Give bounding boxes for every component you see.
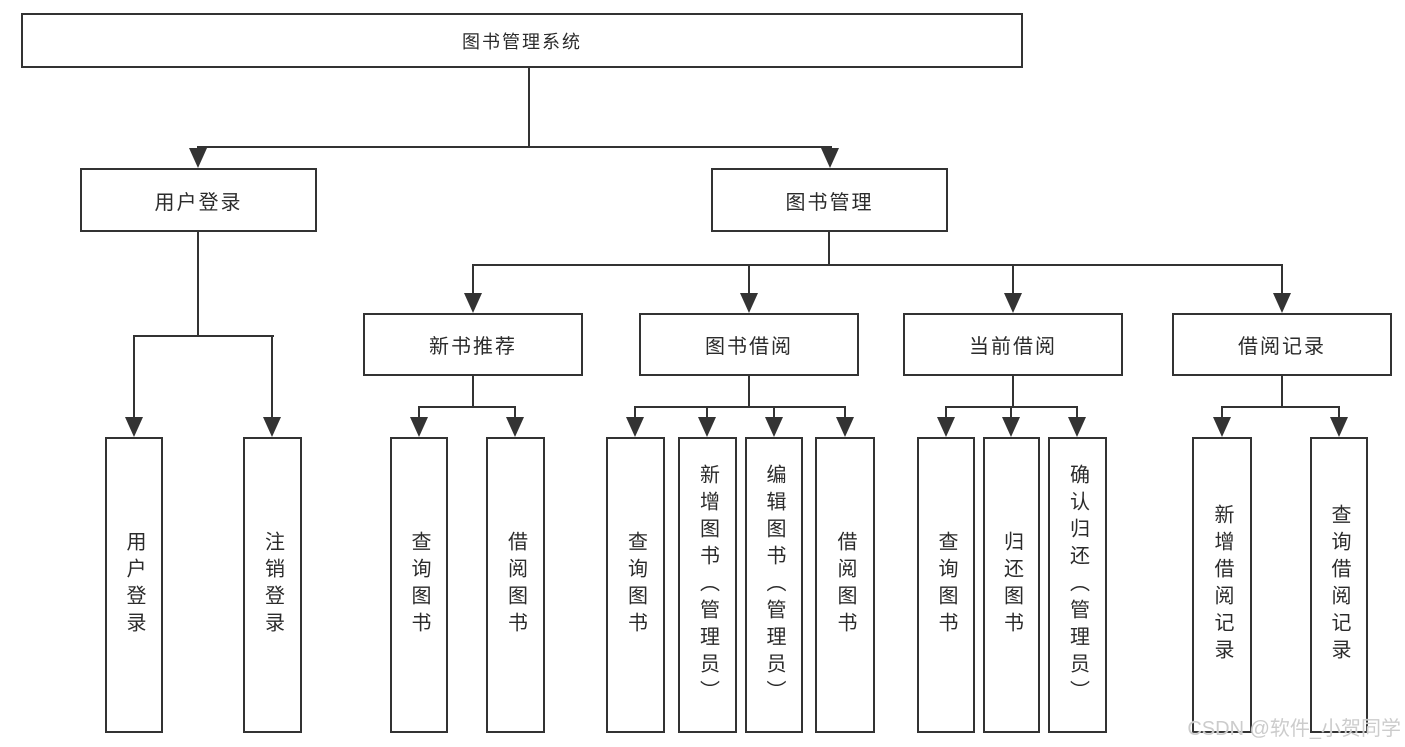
connector-line <box>472 264 474 295</box>
node-label: 借阅图书 <box>504 531 527 639</box>
node-leaf-return-books: 归还图书 <box>983 437 1040 733</box>
node-label: 新书推荐 <box>429 336 517 358</box>
node-leaf-user-login: 用户登录 <box>105 437 163 733</box>
node-label: 归还图书 <box>1000 531 1023 639</box>
node-leaf-query-borrow-record: 查询借阅记录 <box>1310 437 1368 733</box>
arrow-down-icon <box>464 293 482 313</box>
arrow-down-icon <box>189 148 207 168</box>
arrow-down-icon <box>410 417 428 437</box>
node-leaf-edit-books-admin: 编辑图书（管理员） <box>745 437 803 733</box>
node-label: 用户登录 <box>154 191 243 214</box>
node-new-book-recommend: 新书推荐 <box>363 313 583 376</box>
arrow-down-icon <box>263 417 281 437</box>
connector-line <box>773 406 775 421</box>
node-current-borrowing: 当前借阅 <box>903 313 1123 376</box>
node-label: 用户登录 <box>123 531 145 639</box>
connector-line <box>418 406 516 408</box>
connector-line <box>514 406 516 421</box>
connector-line <box>828 232 830 266</box>
connector-line <box>1281 264 1283 295</box>
node-user-login: 用户登录 <box>80 168 317 232</box>
connector-line <box>197 232 199 335</box>
connector-line <box>1076 406 1078 421</box>
node-label: 查询图书 <box>408 531 430 639</box>
connector-line <box>1010 406 1012 421</box>
arrow-down-icon <box>506 417 524 437</box>
connector-line <box>1221 406 1340 408</box>
connector-line <box>1012 264 1014 295</box>
node-leaf-borrow-books: 借阅图书 <box>815 437 875 733</box>
node-label: 注销登录 <box>261 531 284 639</box>
node-label: 查询图书 <box>935 531 957 639</box>
connector-line <box>945 406 947 421</box>
connector-line <box>197 146 832 148</box>
node-label: 图书管理 <box>785 191 874 214</box>
connector-line <box>271 335 273 419</box>
node-label: 借阅记录 <box>1238 336 1326 358</box>
connector-line <box>1281 376 1283 408</box>
arrow-down-icon <box>937 417 955 437</box>
node-label: 编辑图书（管理员） <box>763 463 785 707</box>
connector-line <box>844 406 846 421</box>
node-borrowing-records: 借阅记录 <box>1172 313 1392 376</box>
node-label: 查询借阅记录 <box>1328 504 1350 666</box>
arrow-down-icon <box>765 417 783 437</box>
node-leaf-query-books-recommend: 查询图书 <box>390 437 448 733</box>
node-leaf-query-books-current: 查询图书 <box>917 437 975 733</box>
arrow-down-icon <box>1330 417 1348 437</box>
node-leaf-add-books-admin: 新增图书（管理员） <box>678 437 737 733</box>
connector-line <box>1338 406 1340 421</box>
connector-line <box>1012 376 1014 408</box>
connector-line <box>634 406 636 421</box>
connector-line <box>472 264 1283 266</box>
arrow-down-icon <box>626 417 644 437</box>
node-label: 新增图书（管理员） <box>696 463 719 707</box>
node-label: 当前借阅 <box>969 336 1057 358</box>
node-label: 图书借阅 <box>705 336 793 358</box>
node-root: 图书管理系统 <box>21 13 1023 68</box>
watermark: CSDN @软件_小贺同学 <box>1187 718 1401 740</box>
connector-line <box>706 406 708 421</box>
connector-line <box>748 376 750 408</box>
node-root-label: 图书管理系统 <box>462 31 582 52</box>
node-label: 查询图书 <box>624 531 647 639</box>
arrow-down-icon <box>698 417 716 437</box>
connector-line <box>418 406 420 421</box>
node-label: 确认归还（管理员） <box>1066 463 1089 707</box>
node-leaf-logout: 注销登录 <box>243 437 302 733</box>
connector-line <box>748 264 750 295</box>
node-leaf-borrow-books-recommend: 借阅图书 <box>486 437 545 733</box>
arrow-down-icon <box>1004 293 1022 313</box>
arrow-down-icon <box>1068 417 1086 437</box>
arrow-down-icon <box>125 417 143 437</box>
connector-line <box>634 406 846 408</box>
arrow-down-icon <box>821 148 839 168</box>
node-leaf-confirm-return-admin: 确认归还（管理员） <box>1048 437 1107 733</box>
arrow-down-icon <box>740 293 758 313</box>
node-leaf-add-borrow-record: 新增借阅记录 <box>1192 437 1252 733</box>
connector-line <box>133 335 274 337</box>
node-book-management: 图书管理 <box>711 168 948 232</box>
connector-line <box>133 335 135 419</box>
connector-line <box>528 68 530 146</box>
node-leaf-query-books-borrowing: 查询图书 <box>606 437 665 733</box>
node-label: 借阅图书 <box>834 531 856 639</box>
connector-line <box>472 376 474 408</box>
node-label: 新增借阅记录 <box>1211 504 1233 666</box>
arrow-down-icon <box>836 417 854 437</box>
arrow-down-icon <box>1213 417 1231 437</box>
node-book-borrowing: 图书借阅 <box>639 313 859 376</box>
arrow-down-icon <box>1273 293 1291 313</box>
arrow-down-icon <box>1002 417 1020 437</box>
connector-line <box>1221 406 1223 421</box>
